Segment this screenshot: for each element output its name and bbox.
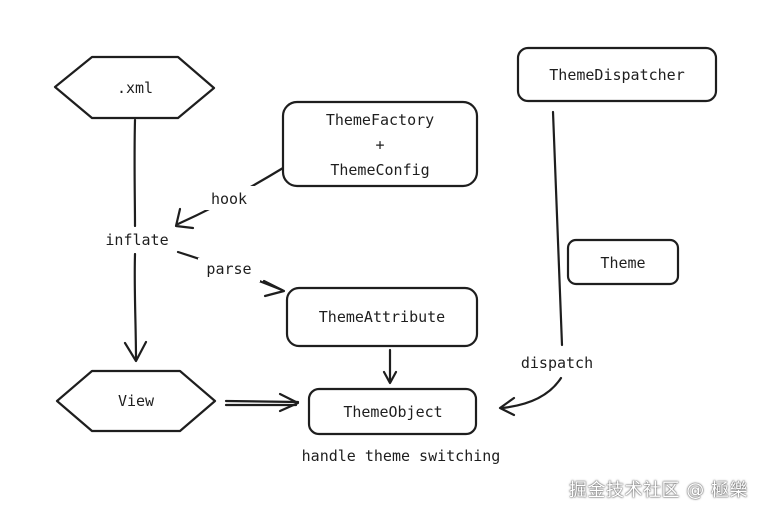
hook-label-bg <box>200 186 256 210</box>
theme-factory-label: ThemeFactory <box>326 111 434 129</box>
theme-attribute-node[interactable]: ThemeAttribute <box>285 286 479 348</box>
view-node[interactable]: View <box>55 369 217 433</box>
theme-object-node[interactable]: ThemeObject <box>307 387 478 436</box>
edge-view-to-object <box>224 392 300 413</box>
inflate-label-bg <box>100 227 176 253</box>
theme-factory-plus: + <box>375 136 384 154</box>
xml-node-label: .xml <box>117 79 153 97</box>
theme-attribute-label: ThemeAttribute <box>319 308 445 326</box>
inflate-label: inflate <box>105 231 168 249</box>
watermark: 掘金技术社区 @ 極樂 <box>569 480 748 501</box>
dispatch-label: dispatch <box>521 354 593 372</box>
edge-attribute-to-object <box>382 348 398 385</box>
theme-node[interactable]: Theme <box>566 238 680 286</box>
theme-object-label: ThemeObject <box>343 403 442 421</box>
theme-dispatcher-label: ThemeDispatcher <box>549 66 684 84</box>
theme-label: Theme <box>600 254 645 272</box>
edge-xml-to-view <box>123 118 148 363</box>
hook-label: hook <box>211 190 247 208</box>
theme-factory-node[interactable]: ThemeFactory + ThemeConfig <box>281 100 479 188</box>
theme-config-label: ThemeConfig <box>330 161 429 179</box>
xml-node[interactable]: .xml <box>53 55 216 120</box>
edge-dispatch <box>498 110 564 417</box>
parse-label-bg <box>198 258 260 282</box>
theme-dispatcher-node[interactable]: ThemeDispatcher <box>516 46 718 103</box>
parse-label: parse <box>206 260 251 278</box>
view-label: View <box>118 392 155 410</box>
handle-theme-switching-caption: handle theme switching <box>302 447 501 465</box>
dispatch-label-bg <box>512 348 602 374</box>
